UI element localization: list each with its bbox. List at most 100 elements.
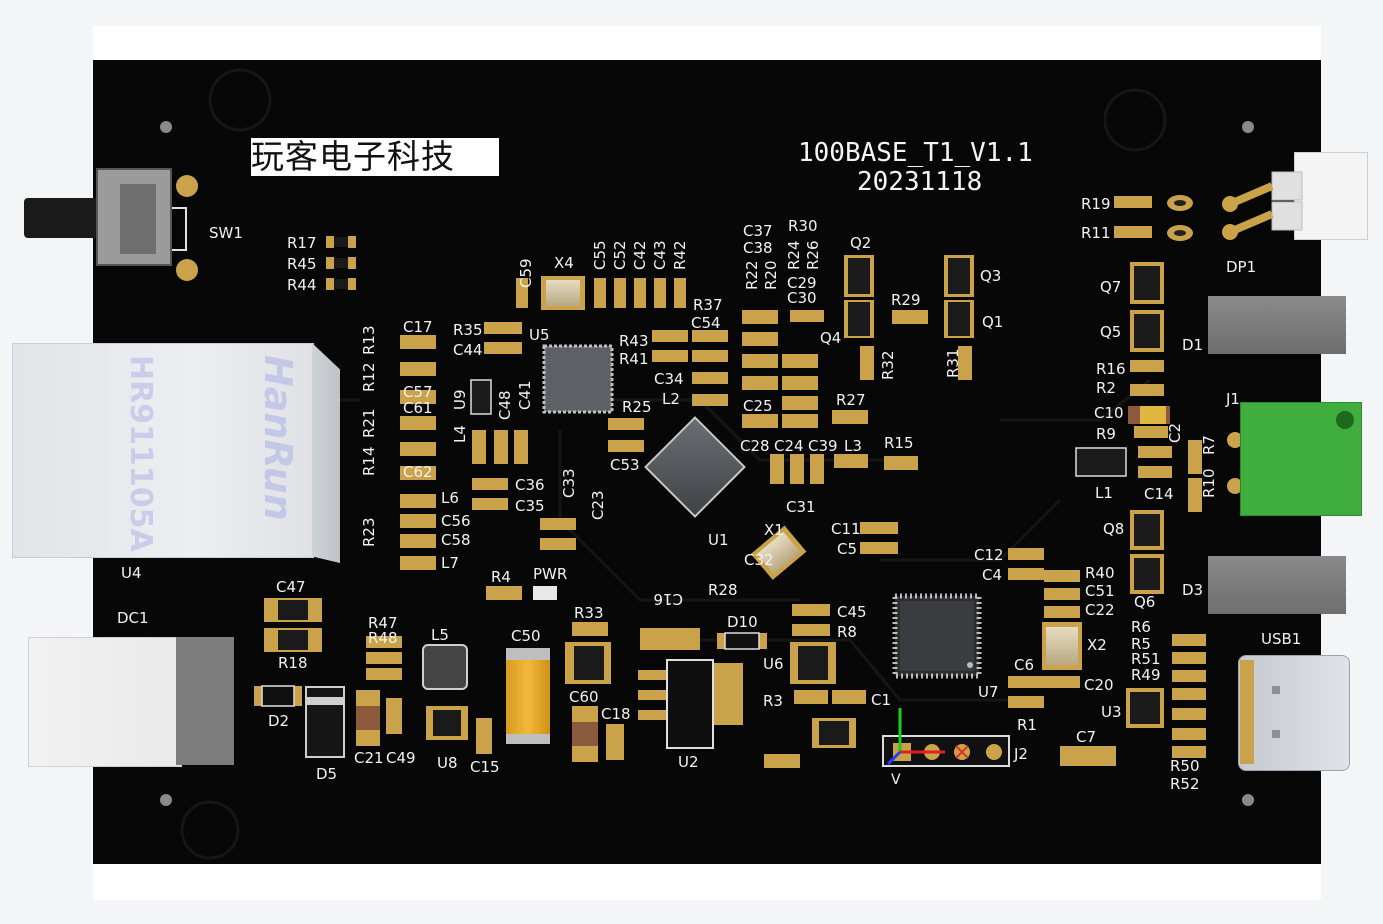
designator-c61: C61 (403, 399, 433, 417)
designator-u5: U5 (529, 326, 550, 344)
designator-r29: R29 (891, 291, 921, 309)
designator-c4: C4 (982, 566, 1002, 584)
designator-r17: R17 (287, 234, 317, 252)
u5-chip[interactable] (542, 344, 614, 414)
u7-mcu[interactable] (892, 593, 982, 679)
designator-c31: C31 (786, 498, 816, 516)
designator-r40: R40 (1085, 564, 1115, 582)
designator-d1: D1 (1182, 336, 1203, 354)
designator-c56: C56 (441, 512, 471, 530)
u2-regulator[interactable] (638, 659, 743, 749)
designator-r47: R47 (368, 614, 398, 632)
designator-u2: U2 (678, 753, 699, 771)
designator-c28: C28 (740, 437, 770, 455)
designator-c42: C42 (631, 240, 649, 270)
dc1-power-jack[interactable] (28, 637, 182, 767)
designator-c11: C11 (831, 520, 861, 538)
designator-sw1: SW1 (209, 224, 243, 242)
designator-r6: R6 (1131, 618, 1151, 636)
designator-c50: C50 (511, 627, 541, 645)
designator-q1: Q1 (982, 313, 1003, 331)
d5-diode[interactable] (305, 686, 345, 758)
x4-crystal[interactable] (541, 276, 585, 310)
designator-r44: R44 (287, 276, 317, 294)
d3-diode[interactable] (1208, 556, 1346, 614)
designator-r50: R50 (1170, 757, 1200, 775)
designator-c16: C16 (653, 590, 683, 608)
designator-c12: C12 (974, 546, 1004, 564)
designator-q4: Q4 (820, 329, 841, 347)
designator-r2: R2 (1096, 379, 1116, 397)
designator-q7: Q7 (1100, 278, 1121, 296)
designator-u8: U8 (437, 754, 458, 772)
designator-r14: R14 (360, 446, 378, 476)
x1-crystal[interactable] (750, 525, 807, 580)
designator-r49: R49 (1131, 666, 1161, 684)
designator-r16: R16 (1096, 360, 1126, 378)
u1-phy-chip[interactable] (644, 416, 746, 518)
designator-r48: R48 (368, 629, 398, 647)
dp1-connector[interactable] (1294, 152, 1368, 240)
designator-d3: D3 (1182, 581, 1203, 599)
designator-c20: C20 (1084, 676, 1114, 694)
usb1-type-c[interactable] (1238, 655, 1350, 771)
designator-r43: R43 (619, 332, 649, 350)
designator-c15: C15 (470, 758, 500, 776)
designator-r30: R30 (788, 217, 818, 235)
d1-diode[interactable] (1208, 296, 1346, 354)
designator-r9: R9 (1096, 425, 1116, 443)
designator-r23: R23 (360, 517, 378, 547)
designator-r8: R8 (837, 623, 857, 641)
designator-r32: R32 (879, 350, 897, 380)
designator-u1: U1 (708, 531, 729, 549)
x2-crystal[interactable] (1042, 622, 1082, 670)
designator-c32: C32 (744, 551, 774, 569)
designator-r19: R19 (1081, 195, 1111, 213)
j1-terminal-block[interactable] (1240, 402, 1362, 516)
designator-r25: R25 (622, 398, 652, 416)
designator-dp1: DP1 (1226, 258, 1256, 276)
designator-c62: C62 (403, 463, 433, 481)
designator-c55: C55 (591, 240, 609, 270)
designator-r18: R18 (278, 654, 308, 672)
d2-diode[interactable] (254, 685, 302, 707)
designator-l6: L6 (441, 489, 459, 507)
small-smd-parts[interactable] (264, 196, 1206, 768)
designator-c30: C30 (787, 289, 817, 307)
designator-r10: R10 (1200, 468, 1218, 498)
designator-c59: C59 (517, 258, 535, 288)
designator-dc1: DC1 (117, 609, 149, 627)
designator-c25: C25 (743, 397, 773, 415)
designator-c45: C45 (837, 603, 867, 621)
designator-c54: C54 (691, 314, 721, 332)
designator-c60: C60 (569, 688, 599, 706)
board-title: 100BASE_T1_V1.1 (798, 138, 1033, 168)
sw1-tact-switch[interactable] (96, 168, 172, 266)
designator-r41: R41 (619, 350, 649, 368)
u4-rj45-jack[interactable] (12, 343, 314, 558)
sw1-button-stem[interactable] (24, 198, 98, 238)
designator-c43: C43 (651, 240, 669, 270)
designator-l1: L1 (1095, 484, 1113, 502)
designator-q3: Q3 (980, 267, 1001, 285)
designator-r3: R3 (763, 692, 783, 710)
board-date: 20231118 (857, 167, 983, 197)
d10-diode[interactable] (717, 632, 767, 650)
designator-c14: C14 (1144, 485, 1174, 503)
c50-tantalum-cap[interactable] (506, 648, 550, 744)
designator-c23: C23 (589, 490, 607, 520)
designator-c33: C33 (560, 468, 578, 498)
designator-c34: C34 (654, 370, 684, 388)
l5-inductor[interactable] (422, 644, 468, 690)
designator-c29: C29 (787, 274, 817, 292)
designator-r33: R33 (574, 604, 604, 622)
designator-c21: C21 (354, 749, 384, 767)
designator-c35: C35 (515, 497, 545, 515)
designator-r42: R42 (671, 240, 689, 270)
designator-r24: R24 (785, 240, 803, 270)
designator-l5: L5 (431, 626, 449, 644)
designator-r28: R28 (708, 581, 738, 599)
designator-x4: X4 (554, 254, 574, 272)
